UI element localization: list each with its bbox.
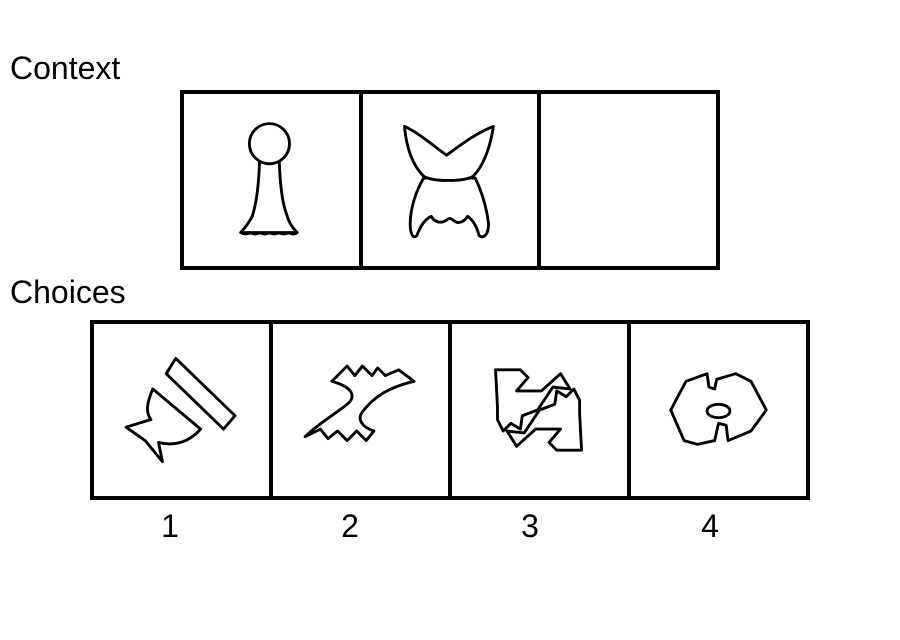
choice-number-1: 1 [161,508,179,544]
context-cell-1 [184,94,363,266]
zigzag-bowtie-icon [303,364,416,443]
choice-number-3: 3 [521,508,539,544]
interlocking-hooks-icon [494,368,583,452]
context-label: Context [10,50,121,86]
choices-label: Choices [10,274,126,310]
choice-3[interactable] [452,324,631,496]
hexagon-with-oval-icon [669,372,768,446]
choices-row [90,320,810,500]
context-cell-3-empty [541,94,716,266]
choice-2[interactable] [273,324,452,496]
choice-4[interactable] [631,324,806,496]
choice-number-2: 2 [341,508,359,544]
choice-1[interactable] [94,324,273,496]
tilted-cup-with-lid-icon [124,356,237,464]
fish-tail-on-scalloped-bell-icon [402,125,495,239]
context-cell-2 [363,94,542,266]
context-row [180,90,720,270]
circle-on-flared-pedestal-icon [239,122,299,236]
choice-number-4: 4 [701,508,719,544]
